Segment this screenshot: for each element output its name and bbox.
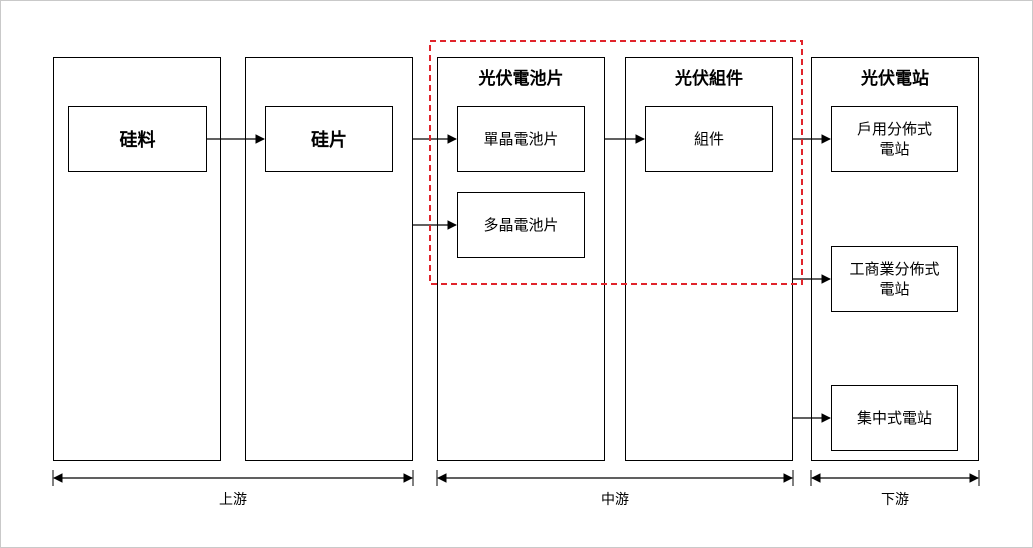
node-residential-station: 戶用分佈式 電站 (831, 106, 958, 172)
node-residential-line1: 戶用分佈式 (856, 120, 932, 138)
node-commercial-line1: 工商業分佈式 (849, 260, 940, 278)
node-commercial-station: 工商業分佈式 電站 (831, 246, 958, 312)
node-silicon-wafer-label: 硅片 (311, 130, 347, 151)
node-poly-cell: 多晶電池片 (457, 192, 585, 258)
stage-label-midstream: 中游 (601, 492, 629, 508)
node-module-label: 組件 (693, 130, 724, 148)
node-mono-cell: 單晶電池片 (457, 106, 585, 172)
node-mono-cell-label: 單晶電池片 (483, 130, 559, 148)
node-module: 組件 (645, 106, 773, 172)
node-commercial-line2: 電站 (879, 280, 910, 298)
node-poly-cell-label: 多晶電池片 (483, 216, 559, 234)
node-silicon-material: 硅料 (68, 106, 207, 172)
node-residential-line2: 電站 (879, 140, 910, 158)
column-title-pv-module: 光伏組件 (675, 69, 743, 89)
node-centralized-station: 集中式電站 (831, 385, 958, 451)
stage-label-upstream: 上游 (219, 492, 247, 508)
column-title-pv-station: 光伏電站 (861, 69, 929, 89)
stage-label-downstream: 下游 (881, 492, 909, 508)
node-silicon-wafer: 硅片 (265, 106, 393, 172)
column-title-pv-cell: 光伏電池片 (478, 69, 564, 89)
node-centralized-label: 集中式電站 (856, 409, 932, 427)
node-silicon-material-label: 硅料 (119, 130, 156, 151)
